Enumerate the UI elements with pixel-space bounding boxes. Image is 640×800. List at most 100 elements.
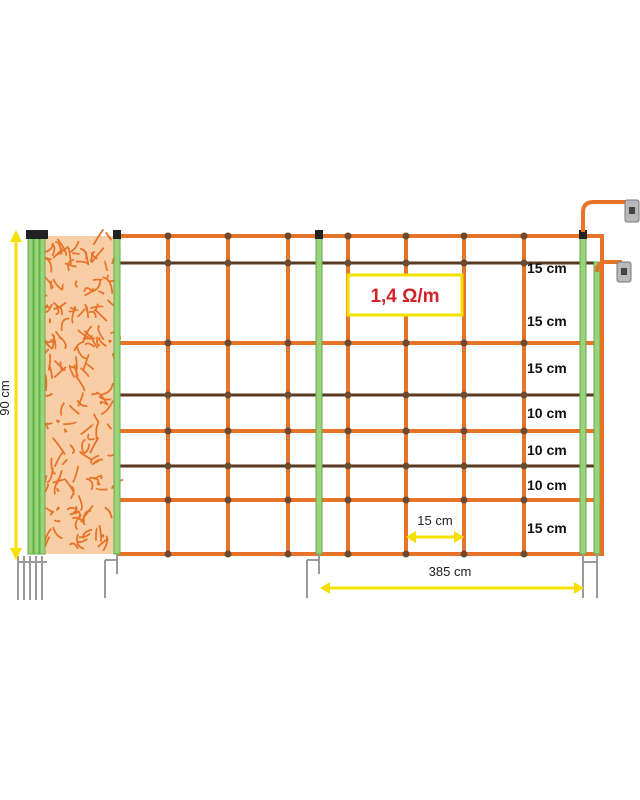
roll-strand <box>76 308 86 318</box>
post-spacing-label: 385 cm <box>429 564 472 579</box>
row-spacing-label: 10 cm <box>527 477 567 493</box>
mesh-knot <box>164 550 172 558</box>
ground-spike-icon <box>41 556 47 600</box>
roll-strand <box>68 542 79 550</box>
mesh-knot <box>402 496 410 504</box>
mesh-knot <box>520 462 528 470</box>
post-caps <box>26 230 48 239</box>
mesh-knot <box>224 496 232 504</box>
roll-strand <box>51 437 66 455</box>
roll-strand <box>86 306 90 319</box>
roll-strand <box>74 514 83 531</box>
roll-strand <box>79 247 88 260</box>
roll-strand <box>91 458 104 466</box>
row-spacing-label: 10 cm <box>527 442 567 458</box>
height-label: 90 cm <box>0 380 12 415</box>
roll-strand <box>100 400 114 415</box>
mesh-knot <box>520 232 528 240</box>
roll-strand <box>103 260 109 272</box>
mesh-knot <box>344 259 352 267</box>
post-spacing-dimension: 385 cm <box>320 564 584 594</box>
roll-strand <box>44 483 50 493</box>
row-spacing-label: 15 cm <box>527 520 567 536</box>
fence-post-icon <box>104 230 121 598</box>
roll-strand <box>53 519 61 523</box>
mesh-knot <box>402 427 410 435</box>
mesh-knot <box>224 232 232 240</box>
roll-strand <box>95 422 100 440</box>
roll-strand <box>82 353 90 370</box>
roll-strand <box>79 532 91 539</box>
mesh-knot <box>344 391 352 399</box>
mesh-knot <box>344 427 352 435</box>
roll-strand <box>55 241 63 255</box>
roll-strand <box>102 276 114 294</box>
mesh-knot <box>284 232 292 240</box>
mesh-knot <box>284 550 292 558</box>
row-spacing-label: 10 cm <box>527 405 567 421</box>
roll-strand <box>53 366 67 379</box>
roll-strand <box>67 259 75 272</box>
roll-strand <box>64 262 77 268</box>
mesh-knot <box>402 462 410 470</box>
roll-strand <box>55 305 60 316</box>
roll-strand <box>77 392 84 407</box>
mesh-knot <box>164 339 172 347</box>
roll-strand <box>95 487 108 491</box>
roll-strand <box>92 228 105 246</box>
roll-strand <box>77 329 91 340</box>
roll-strand <box>68 364 76 378</box>
bundled-post <box>27 233 34 555</box>
mesh-knot <box>164 462 172 470</box>
resistance-value: 1,4 Ω/m <box>370 286 439 307</box>
roll-strand <box>97 324 105 341</box>
roll-strand <box>69 306 79 312</box>
roll-strand <box>70 485 75 500</box>
roll-strand <box>104 506 113 519</box>
mesh-knot <box>460 462 468 470</box>
roll-strand <box>63 428 68 433</box>
roll-strand <box>76 533 85 550</box>
roll-strand <box>67 247 72 265</box>
mesh-knot <box>402 550 410 558</box>
roll-strand <box>61 459 68 466</box>
mesh-knot <box>284 496 292 504</box>
mesh-knot <box>224 462 232 470</box>
mesh-knot <box>520 339 528 347</box>
net-mesh <box>118 232 604 558</box>
roll-strand <box>83 287 93 293</box>
roll-strand <box>44 506 54 514</box>
fence-posts <box>104 230 604 598</box>
roll-strand <box>87 433 96 441</box>
ground-spike-icon <box>35 556 41 600</box>
roll-strand <box>48 364 54 379</box>
mesh-knot <box>284 427 292 435</box>
roll-strand <box>74 375 86 392</box>
roll-strand <box>59 336 67 350</box>
roll-strand <box>98 336 107 347</box>
roll-strand <box>52 526 63 540</box>
mesh-knot <box>284 339 292 347</box>
roll-strand <box>47 353 52 371</box>
roll-strand <box>54 330 61 340</box>
roll-strand <box>84 342 96 348</box>
roll-strand <box>52 248 63 259</box>
roll-strand <box>60 317 70 332</box>
roll-strand <box>105 231 113 241</box>
ground-spike-icon <box>23 556 29 600</box>
roll-strand <box>56 238 68 256</box>
mesh-knot <box>460 550 468 558</box>
mesh-knot <box>284 462 292 470</box>
roll-strand <box>85 477 94 491</box>
roll-strand <box>96 336 101 347</box>
roll-strand <box>63 421 77 425</box>
mesh-knot <box>520 427 528 435</box>
mesh-knot <box>402 339 410 347</box>
roll-strand <box>93 303 99 312</box>
roll-strand <box>52 278 64 291</box>
mesh-knot <box>460 259 468 267</box>
mesh-knot <box>344 496 352 504</box>
roll-strand <box>99 382 114 396</box>
mesh-width-label: 15 cm <box>417 513 452 528</box>
